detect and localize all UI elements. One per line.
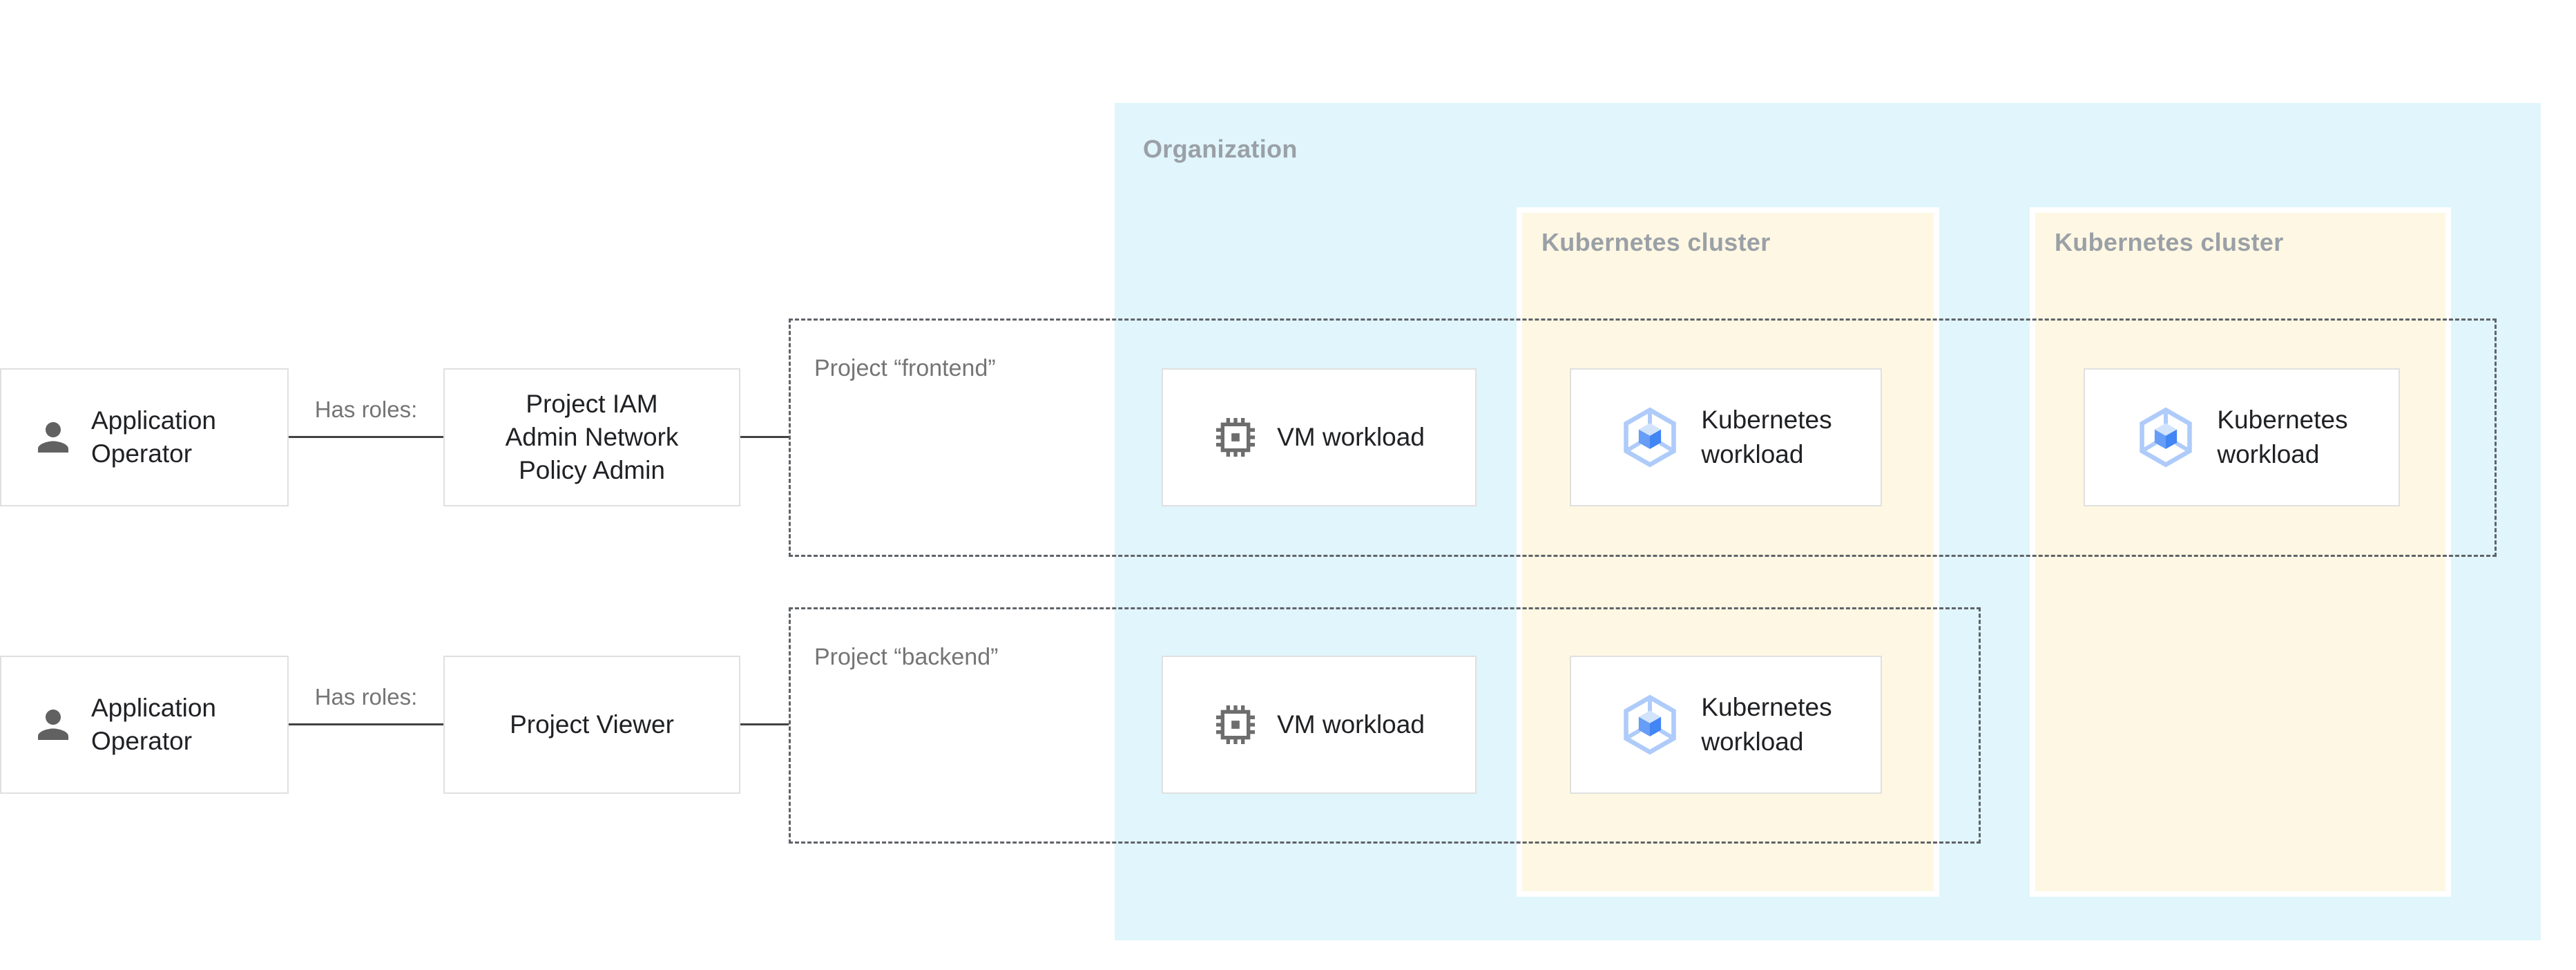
application-operator-node-2: Application Operator bbox=[0, 656, 289, 794]
project-frontend-label: Project “frontend” bbox=[814, 355, 996, 381]
kubernetes-engine-icon bbox=[1619, 694, 1680, 755]
has-roles-label: Has roles: bbox=[314, 684, 418, 710]
node-label: Project Viewer bbox=[510, 710, 674, 739]
role-node-project-iam-network-policy-admin: Project IAM Admin Network Policy Admin bbox=[443, 368, 740, 506]
kubernetes-cluster-zone-2: Kubernetes cluster bbox=[2030, 207, 2451, 897]
kubernetes-workload-node-3: Kubernetes workload bbox=[1570, 656, 1882, 794]
role-node-project-viewer: Project Viewer bbox=[443, 656, 740, 794]
node-label: VM workload bbox=[1277, 710, 1425, 739]
kubernetes-engine-icon bbox=[2135, 407, 2196, 468]
person-icon bbox=[30, 415, 76, 460]
connector-line bbox=[289, 436, 443, 438]
vm-workload-node-1: VM workload bbox=[1162, 368, 1477, 506]
connector-line bbox=[740, 723, 789, 725]
vm-chip-icon bbox=[1213, 415, 1258, 459]
node-label: Kubernetes workload bbox=[1701, 693, 1832, 756]
node-label: VM workload bbox=[1277, 423, 1425, 451]
node-label: Kubernetes workload bbox=[2217, 406, 2348, 468]
vm-workload-node-2: VM workload bbox=[1162, 656, 1477, 794]
project-frontend-boundary: Project “frontend” bbox=[789, 318, 2497, 557]
node-label: Project IAM Admin Network Policy Admin bbox=[505, 390, 679, 484]
kubernetes-cluster-label: Kubernetes cluster bbox=[1541, 228, 1771, 256]
node-label: Application Operator bbox=[91, 406, 217, 468]
project-backend-boundary: Project “backend” bbox=[789, 607, 1981, 844]
vm-chip-icon bbox=[1213, 703, 1258, 747]
organization-label: Organization bbox=[1143, 135, 1298, 163]
kubernetes-workload-node-1: Kubernetes workload bbox=[1570, 368, 1882, 506]
kubernetes-cluster-label: Kubernetes cluster bbox=[2055, 228, 2284, 256]
connector-line bbox=[289, 723, 443, 725]
node-label: Kubernetes workload bbox=[1701, 406, 1832, 468]
project-backend-label: Project “backend” bbox=[814, 644, 999, 670]
has-roles-label: Has roles: bbox=[314, 397, 418, 422]
kubernetes-workload-node-2: Kubernetes workload bbox=[2084, 368, 2400, 506]
kubernetes-engine-icon bbox=[1619, 407, 1680, 468]
person-icon bbox=[30, 702, 76, 748]
application-operator-node-1: Application Operator bbox=[0, 368, 289, 506]
connector-line bbox=[740, 436, 789, 438]
node-label: Application Operator bbox=[91, 694, 217, 755]
